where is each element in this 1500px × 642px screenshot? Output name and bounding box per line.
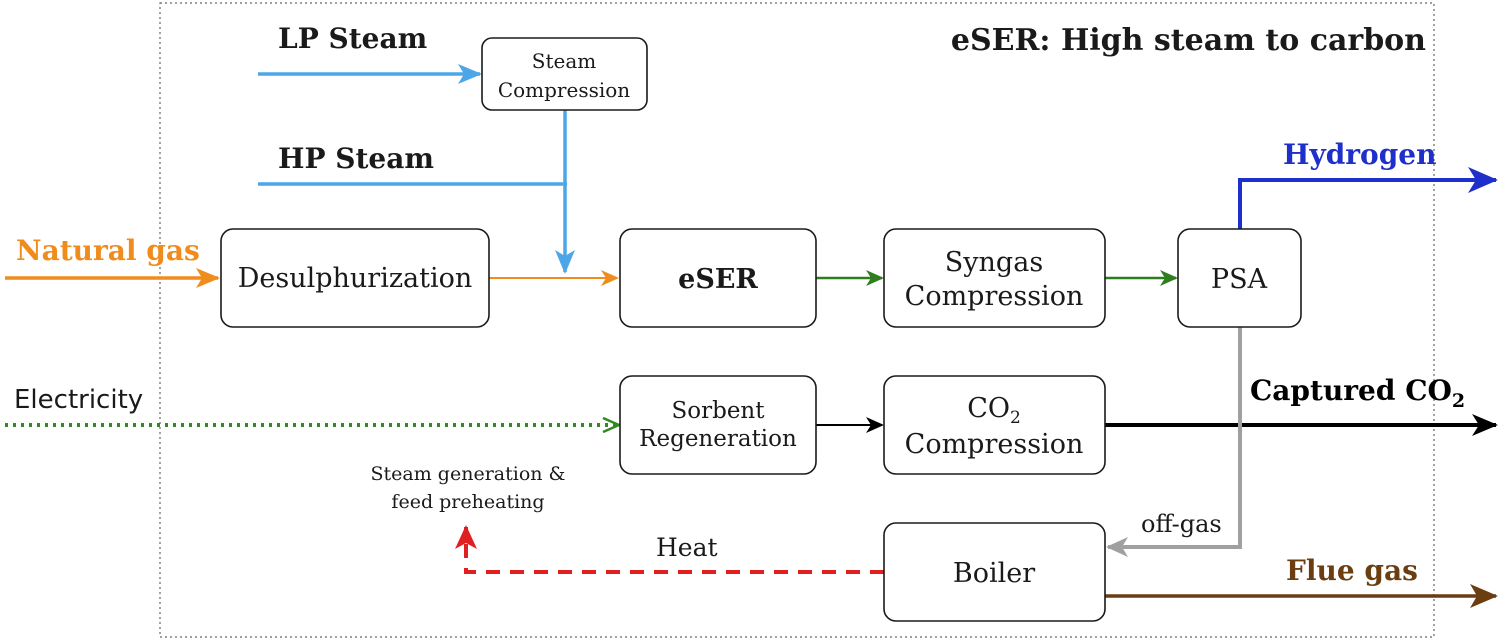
system-boundary — [159, 2, 1435, 638]
sorbent-regeneration-label-2: Regeneration — [639, 426, 797, 452]
desulphurization-block: Desulphurization — [220, 228, 490, 328]
syngas-compression-label-2: Compression — [905, 281, 1084, 312]
co2-compression-label-2: Compression — [905, 429, 1084, 460]
heat-label: Heat — [656, 533, 718, 562]
co2-main: CO — [967, 393, 1010, 424]
boiler-label: Boiler — [953, 558, 1035, 589]
psa-label: PSA — [1211, 264, 1268, 295]
heat-arrow — [455, 525, 884, 574]
captured-co2-subscript: 2 — [1452, 390, 1465, 412]
diagram-title: eSER: High steam to carbon — [951, 23, 1426, 58]
eser-block: eSER — [619, 228, 817, 328]
co2-subscript: 2 — [1010, 408, 1021, 428]
sorbent-regeneration-block: Sorbent Regeneration — [619, 375, 817, 475]
steam-compression-label-2: Compression — [498, 78, 630, 102]
natural-gas-label: Natural gas — [16, 234, 200, 267]
syngas-compression-block: Syngas Compression — [883, 228, 1106, 328]
syngas-compression-label-1: Syngas — [945, 247, 1043, 278]
hp-steam-label: HP Steam — [278, 142, 434, 175]
lp-steam-label: LP Steam — [278, 22, 427, 55]
co2-compression-block: CO2 Compression — [883, 375, 1106, 475]
steam-compression-label-1: Steam — [532, 49, 596, 73]
off-gas-label: off-gas — [1141, 510, 1222, 538]
eser-label: eSER — [678, 264, 758, 295]
psa-block: PSA — [1177, 228, 1302, 328]
steam-generation-note-1: Steam generation & — [371, 463, 566, 485]
sorbent-regeneration-label-1: Sorbent — [672, 398, 766, 424]
off-gas-arrow — [1106, 327, 1242, 557]
desulphurization-label: Desulphurization — [238, 263, 473, 294]
hydrogen-label: Hydrogen — [1283, 138, 1436, 171]
steam-generation-note-2: feed preheating — [391, 491, 544, 513]
steam-compression-block: Steam Compression — [481, 37, 648, 111]
electricity-label: Electricity — [14, 385, 143, 415]
captured-co2-label: Captured CO2 — [1250, 374, 1465, 412]
co2-compression-label-1: CO2 — [967, 393, 1021, 428]
boiler-block: Boiler — [883, 522, 1106, 622]
hydrogen-arrow — [1238, 167, 1498, 229]
flue-gas-label: Flue gas — [1286, 554, 1418, 587]
captured-co2-main: Captured CO — [1250, 374, 1452, 407]
